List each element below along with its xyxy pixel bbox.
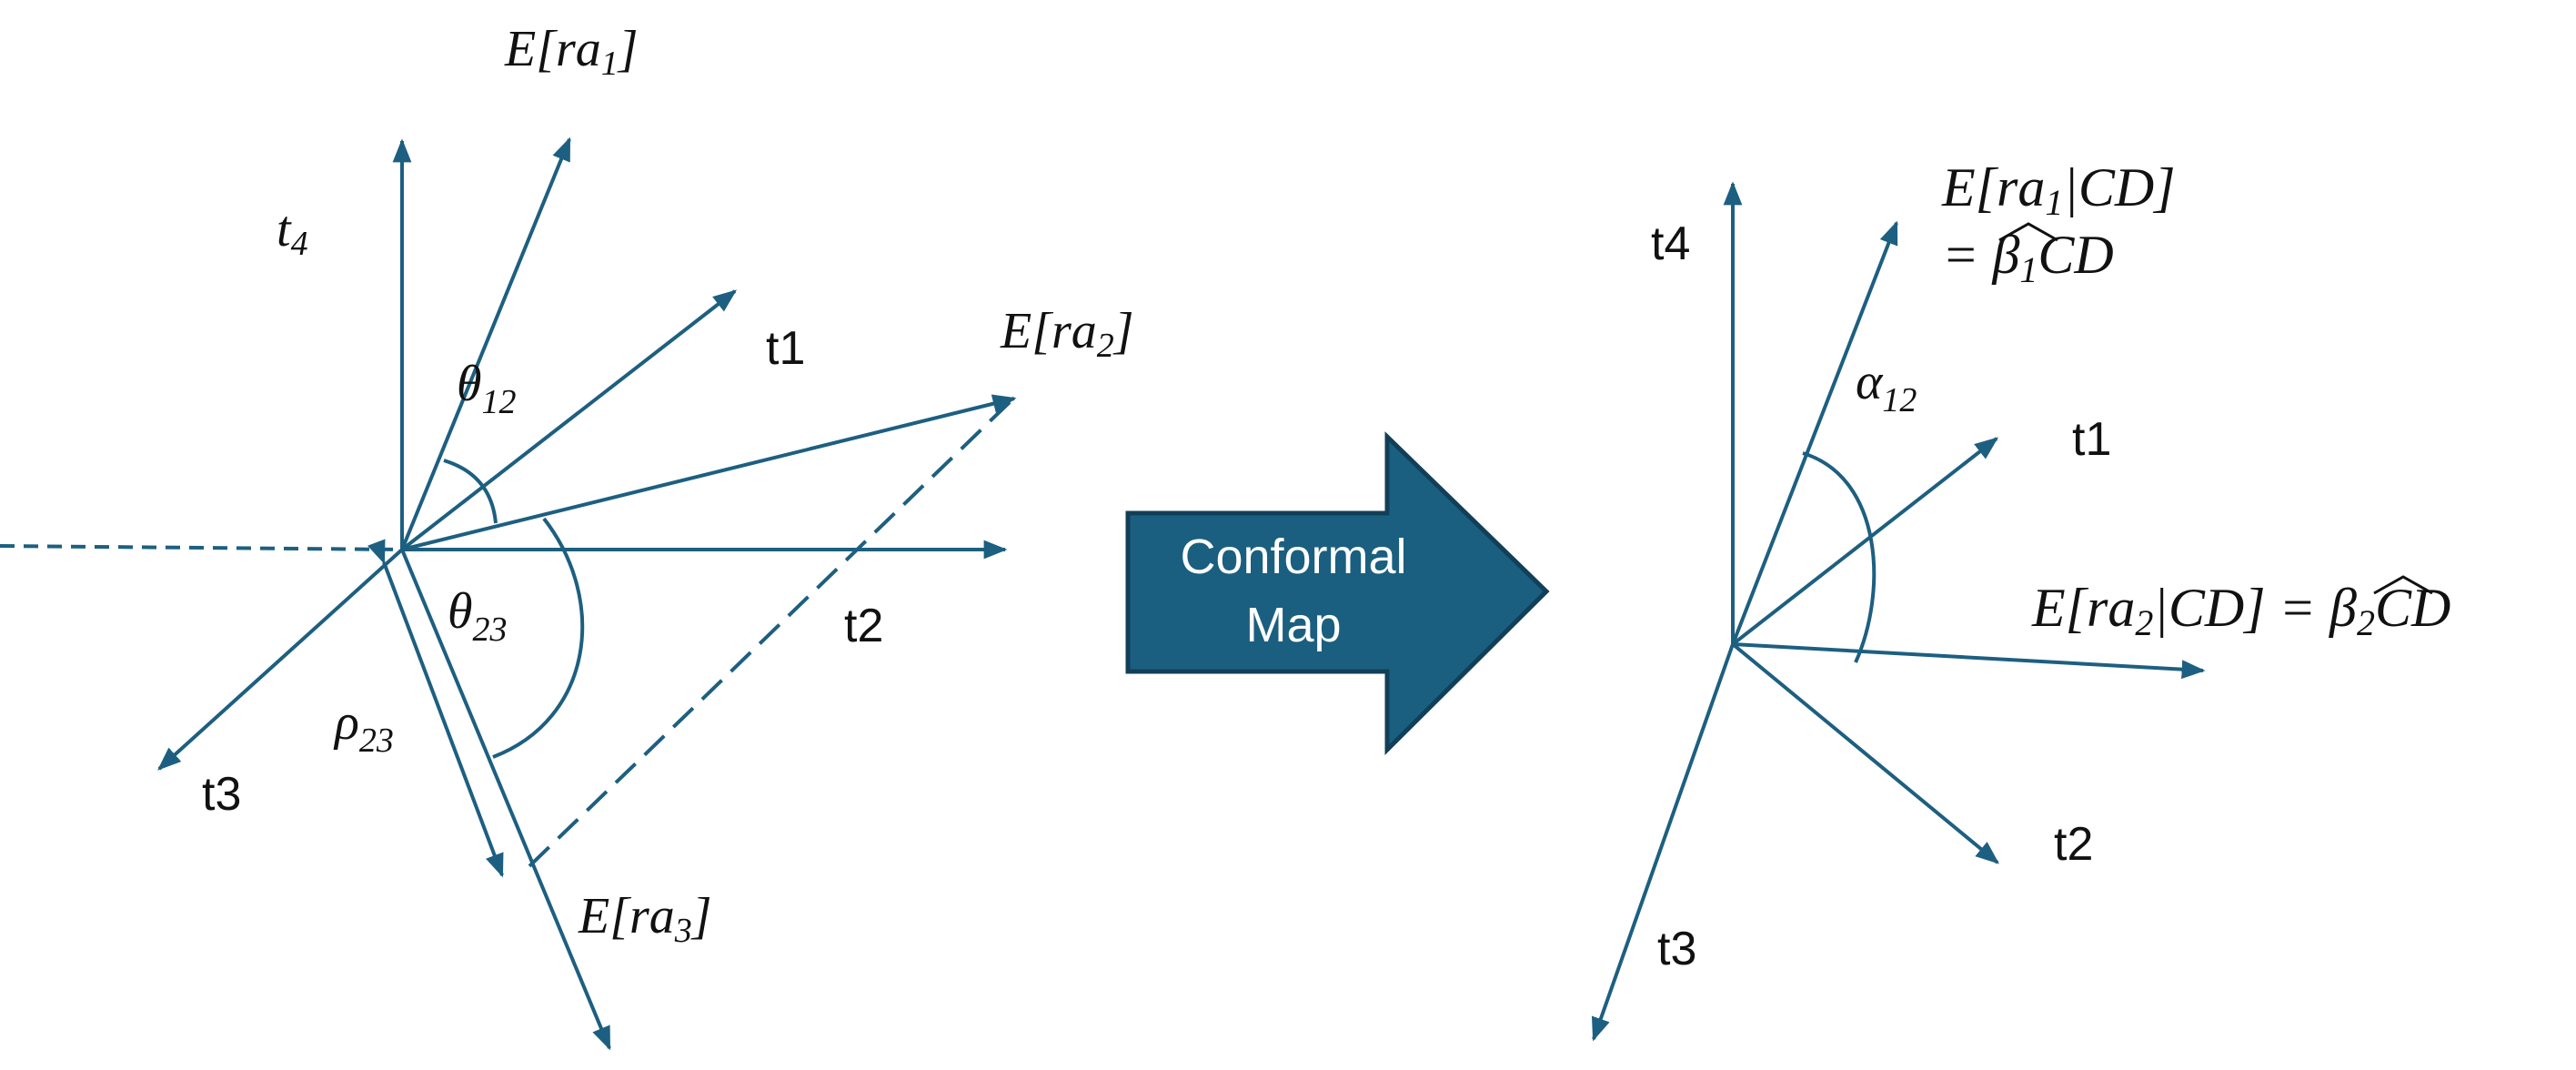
right-diagram <box>1591 181 2206 1042</box>
right-alpha12-arc <box>1802 451 1877 663</box>
left-label-t4: t4 <box>277 201 308 263</box>
left-label-t3: t3 <box>202 768 241 821</box>
left-diagram <box>0 136 1017 1051</box>
right-label-alpha12: α12 <box>1856 354 1917 419</box>
right-axis-t1 <box>1731 437 1999 646</box>
right-label-ra1-line1: E[ra1|CD] <box>1941 157 2176 223</box>
left-theta12-arc <box>443 459 498 524</box>
left-label-t1: t1 <box>766 322 805 375</box>
right-label-ra2: E[ra2|CD] = β2CD <box>2031 578 2450 643</box>
left-axis-t1 <box>400 289 738 551</box>
left-label-theta12: θ12 <box>457 356 517 421</box>
left-label-ra1: E[ra1] <box>504 21 639 83</box>
conformal-map-arrow: Conformal Map <box>1125 431 1550 756</box>
left-rho23-projection <box>367 539 504 878</box>
left-label-ra3: E[ra3] <box>578 888 712 950</box>
right-vector-ra2 <box>1732 642 2206 680</box>
left-vector-ra2 <box>401 394 1017 551</box>
left-label-theta23: θ23 <box>448 583 508 649</box>
right-ra2-beta-hat <box>2373 575 2433 595</box>
right-label-t4: t4 <box>1651 217 1690 270</box>
right-label-ra1-line2: = β1CD <box>1942 225 2114 290</box>
right-ra1-beta-hat <box>1998 222 2058 242</box>
left-dashed-extension <box>0 544 401 551</box>
left-dashed-projection <box>528 400 1011 868</box>
right-label-t2: t2 <box>2054 818 2093 871</box>
left-label-rho23: ρ23 <box>333 694 394 760</box>
left-vector-ra1 <box>400 136 571 550</box>
left-axis-t3 <box>157 548 404 771</box>
left-label-ra2: E[ra2] <box>1000 303 1134 365</box>
left-theta23-arc <box>492 517 585 759</box>
right-label-t1: t1 <box>2072 413 2111 466</box>
right-axis-t2 <box>1731 642 2000 864</box>
conformal-map-label-line1: Conformal <box>1180 530 1406 584</box>
left-label-t2: t2 <box>844 600 883 652</box>
conformal-map-arrow-shape <box>1125 431 1550 756</box>
right-label-t3: t3 <box>1657 923 1696 975</box>
conformal-map-label-line2: Map <box>1245 598 1341 652</box>
right-axis-t3 <box>1591 643 1735 1042</box>
right-vector-ra1 <box>1731 220 1898 645</box>
